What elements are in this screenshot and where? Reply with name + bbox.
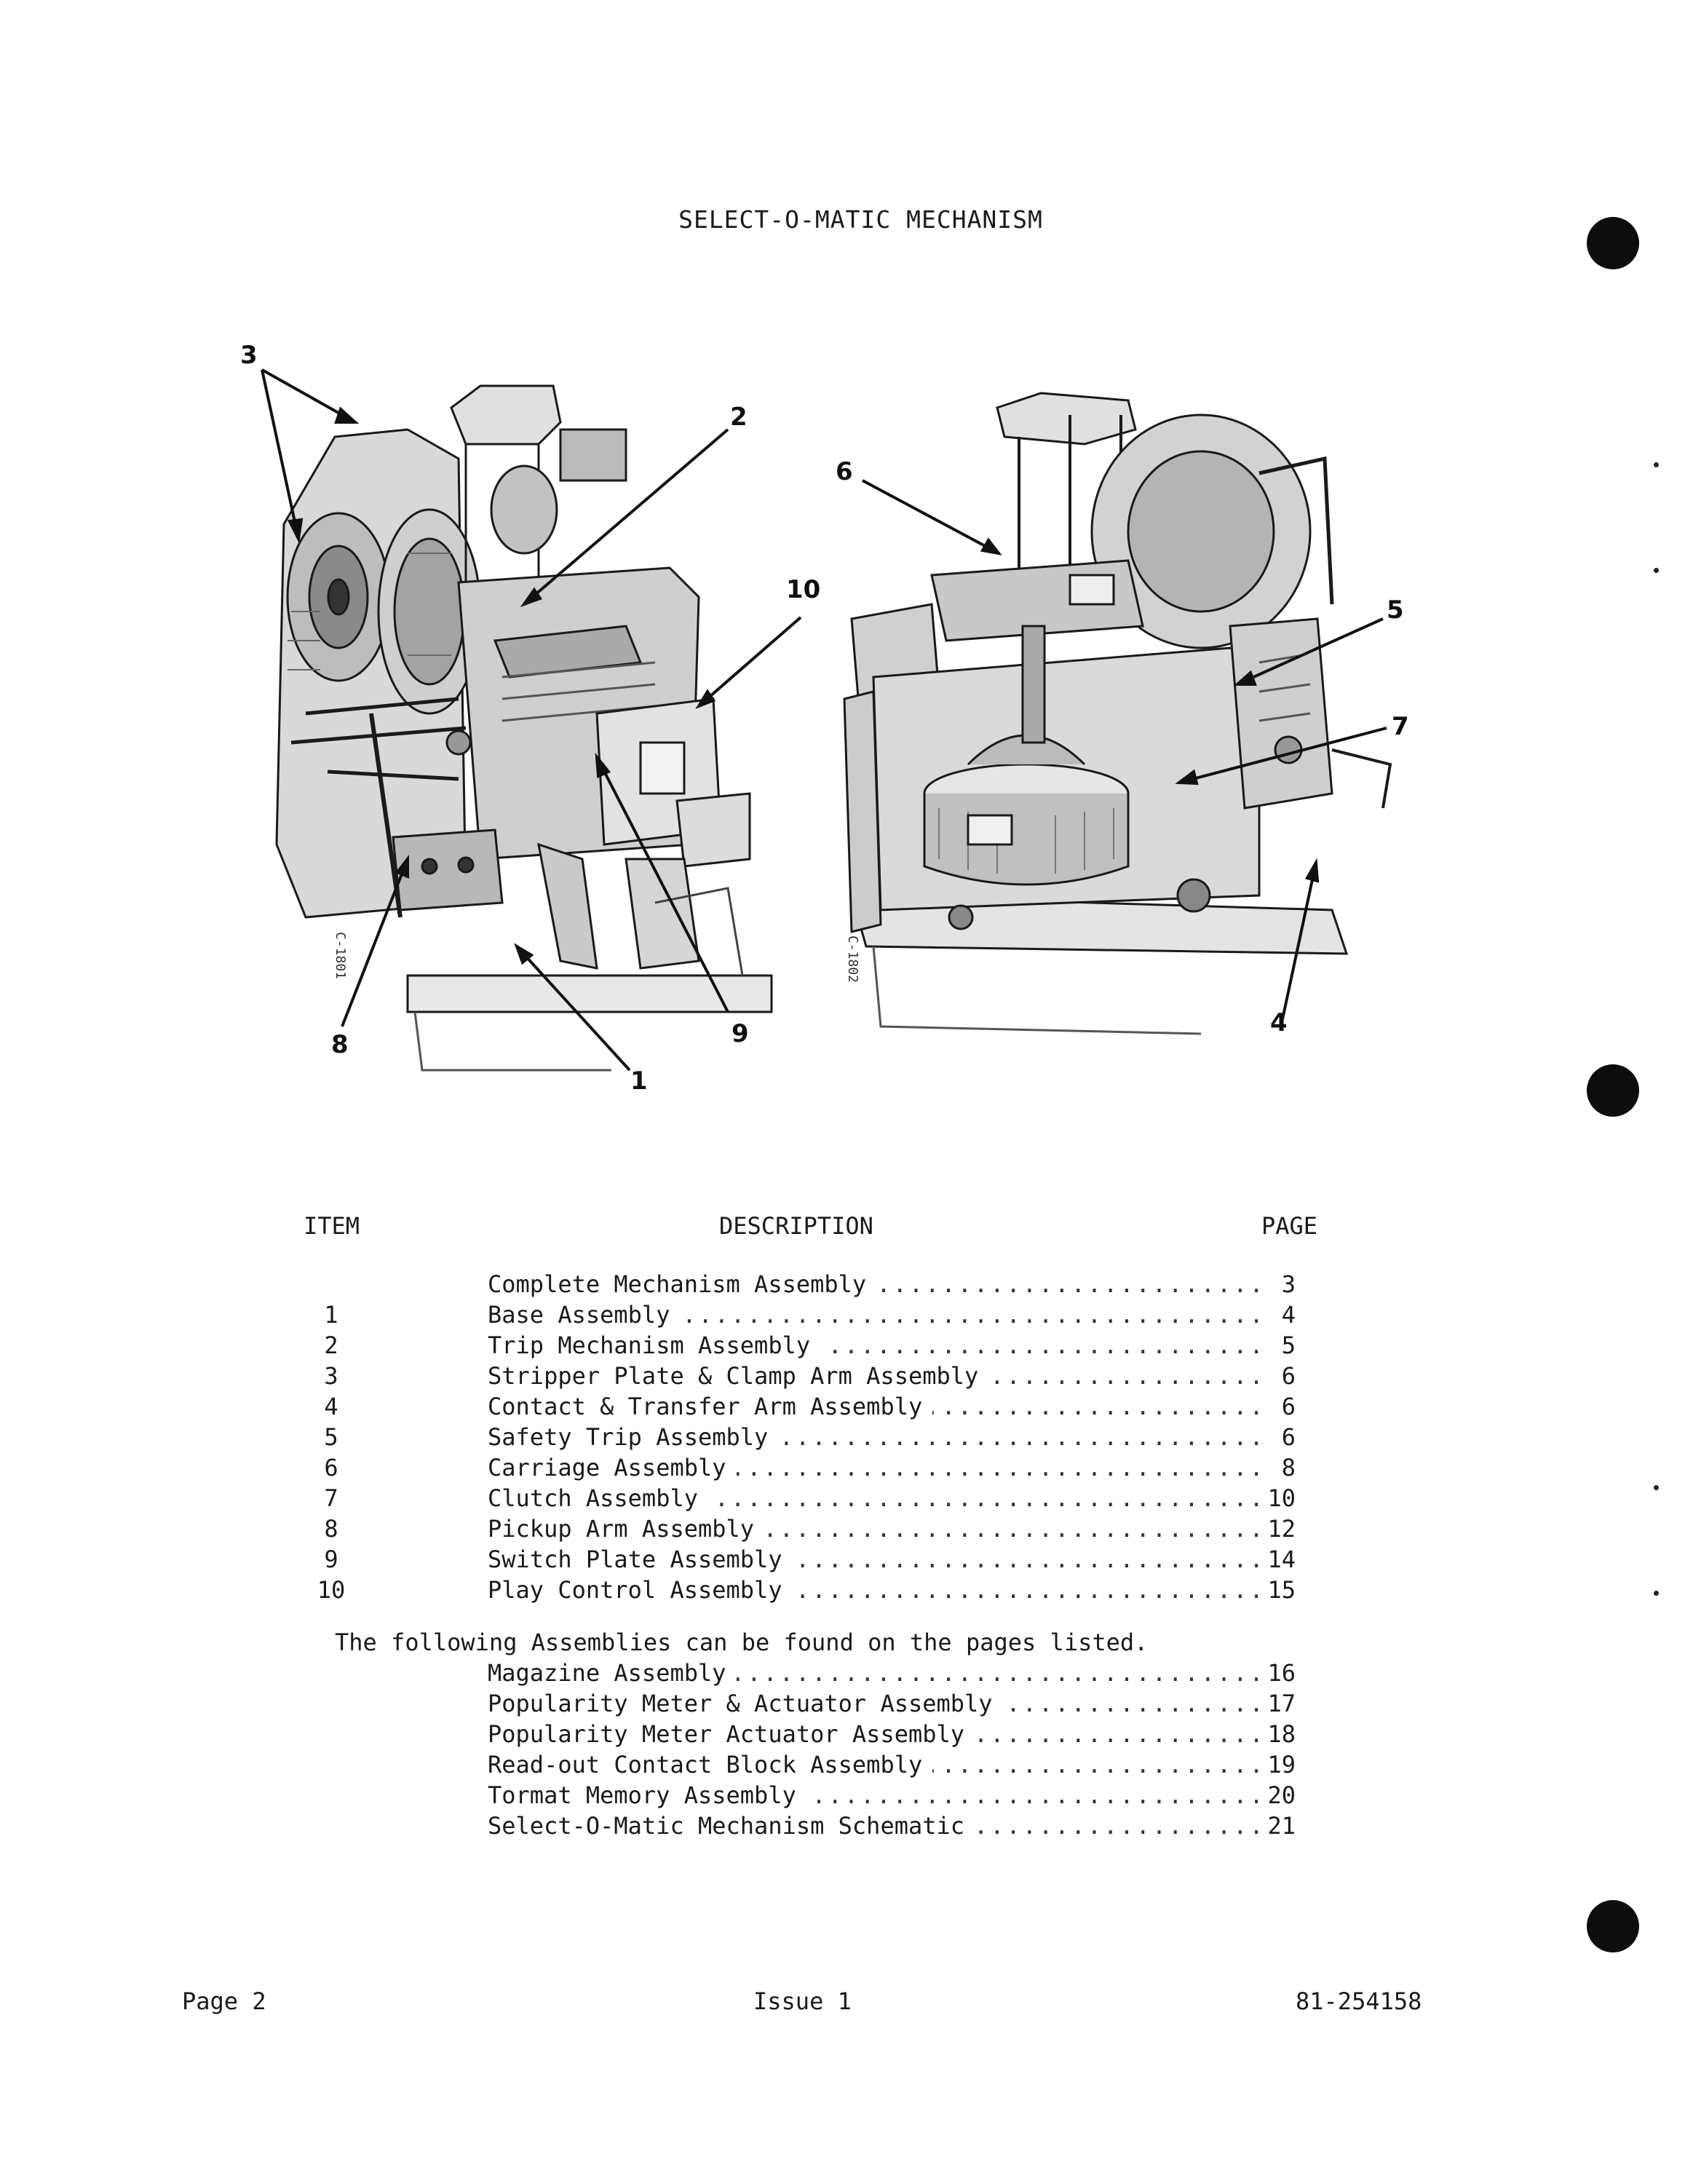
- row-item: 10: [317, 1576, 346, 1604]
- row-description: Popularity Meter & Actuator Assembly: [488, 1690, 1003, 1717]
- row-description: Clutch Assembly: [488, 1484, 708, 1512]
- row-page: 10: [1267, 1484, 1296, 1512]
- scan-speck: [1654, 462, 1659, 467]
- table-row: Magazine Assembly.......................…: [0, 1659, 1685, 1690]
- callout-2: 2: [730, 403, 748, 432]
- row-item: 4: [324, 1393, 338, 1420]
- page-column-header: PAGE: [1261, 1212, 1318, 1240]
- scan-speck: [1654, 1591, 1659, 1596]
- table-row: 10 Play Control Assembly................…: [0, 1576, 1685, 1607]
- footer-doc-number: 81-254158: [1296, 1987, 1422, 2015]
- description-column-header: DESCRIPTION: [719, 1212, 873, 1240]
- row-page: 18: [1267, 1720, 1296, 1748]
- row-page: 15: [1267, 1576, 1296, 1604]
- left-callout-arrows: [261, 368, 802, 1072]
- row-item: 1: [324, 1301, 338, 1329]
- row-description: Select-O-Matic Mechanism Schematic: [488, 1812, 975, 1840]
- row-description: Magazine Assembly: [488, 1659, 737, 1687]
- scan-speck: [1654, 1485, 1659, 1490]
- punch-hole-bottom: [1587, 1900, 1639, 1952]
- row-item: 9: [324, 1546, 338, 1573]
- row-page: 8: [1281, 1454, 1296, 1481]
- callout-3: 3: [240, 341, 258, 370]
- row-item: 7: [324, 1484, 338, 1512]
- table-row: Complete Mechanism Assembly.............…: [0, 1270, 1685, 1301]
- row-page: 4: [1281, 1301, 1296, 1329]
- callout-8: 8: [331, 1030, 349, 1059]
- footer-issue: Issue 1: [753, 1987, 852, 2015]
- table-row: Popularity Meter Actuator Assembly......…: [0, 1720, 1685, 1751]
- table-row: Read-out Contact Block Assembly.........…: [0, 1751, 1685, 1781]
- row-description: Base Assembly: [488, 1301, 681, 1329]
- table-row: Popularity Meter & Actuator Assembly....…: [0, 1690, 1685, 1720]
- row-description: Complete Mechanism Assembly: [488, 1270, 877, 1298]
- page-title: SELECT-O-MATIC MECHANISM: [678, 205, 1043, 234]
- table-row: 2 Trip Mechanism Assembly...............…: [0, 1332, 1685, 1362]
- callout-10: 10: [786, 575, 821, 604]
- table-note: The following Assemblies can be found on…: [335, 1629, 1149, 1656]
- table-row: 8 Pickup Arm Assembly...................…: [0, 1515, 1685, 1546]
- row-page: 3: [1281, 1270, 1296, 1298]
- row-page: 12: [1267, 1515, 1296, 1543]
- table-row: 7 Clutch Assembly.......................…: [0, 1484, 1685, 1515]
- row-page: 6: [1281, 1423, 1296, 1451]
- row-description: Popularity Meter Actuator Assembly: [488, 1720, 975, 1748]
- row-item: 5: [324, 1423, 338, 1451]
- row-page: 21: [1267, 1812, 1296, 1840]
- row-page: 17: [1267, 1690, 1296, 1717]
- row-description: Stripper Plate & Clamp Arm Assembly: [488, 1362, 989, 1390]
- item-column-header: ITEM: [304, 1212, 360, 1240]
- row-description: Safety Trip Assembly: [488, 1423, 779, 1451]
- table-row: Tormat Memory Assembly..................…: [0, 1781, 1685, 1812]
- callout-6: 6: [836, 457, 853, 486]
- table-row: 6 Carriage Assembly.....................…: [0, 1454, 1685, 1484]
- left-mechanism-illustration: [218, 335, 801, 1121]
- callout-1: 1: [630, 1067, 648, 1096]
- row-description: Trip Mechanism Assembly: [488, 1332, 821, 1359]
- row-description: Play Control Assembly: [488, 1576, 793, 1604]
- row-item: 2: [324, 1332, 338, 1359]
- table-row: 5 Safety Trip Assembly..................…: [0, 1423, 1685, 1454]
- row-item: 6: [324, 1454, 338, 1481]
- row-page: 19: [1267, 1751, 1296, 1779]
- row-page: 6: [1281, 1393, 1296, 1420]
- right-mechanism-illustration: [822, 386, 1405, 1077]
- row-description: Carriage Assembly: [488, 1454, 737, 1481]
- row-item: 3: [324, 1362, 338, 1390]
- row-description: Tormat Memory Assembly: [488, 1781, 806, 1809]
- table-row: Select-O-Matic Mechanism Schematic......…: [0, 1812, 1685, 1843]
- row-description: Pickup Arm Assembly: [488, 1515, 765, 1543]
- punch-hole-middle: [1587, 1064, 1639, 1117]
- row-page: 5: [1281, 1332, 1296, 1359]
- row-page: 6: [1281, 1362, 1296, 1390]
- punch-hole-top: [1587, 217, 1639, 269]
- row-item: 8: [324, 1515, 338, 1543]
- callout-4: 4: [1270, 1008, 1288, 1037]
- table-row: 3 Stripper Plate & Clamp Arm Assembly...…: [0, 1362, 1685, 1393]
- callout-5: 5: [1387, 596, 1404, 625]
- callout-9: 9: [732, 1019, 749, 1048]
- scan-speck: [1654, 568, 1659, 573]
- table-row: 9 Switch Plate Assembly.................…: [0, 1546, 1685, 1576]
- callout-7: 7: [1392, 712, 1409, 741]
- right-callout-arrows: [862, 479, 1387, 1020]
- table-row: 1 Base Assembly.........................…: [0, 1301, 1685, 1332]
- footer-page-number: Page 2: [182, 1987, 266, 2015]
- row-page: 14: [1267, 1546, 1296, 1573]
- row-description: Read-out Contact Block Assembly: [488, 1751, 933, 1779]
- row-description: Switch Plate Assembly: [488, 1546, 793, 1573]
- row-description: Contact & Transfer Arm Assembly: [488, 1393, 933, 1420]
- row-page: 16: [1267, 1659, 1296, 1687]
- row-page: 20: [1267, 1781, 1296, 1809]
- table-row: 4 Contact & Transfer Arm Assembly.......…: [0, 1393, 1685, 1423]
